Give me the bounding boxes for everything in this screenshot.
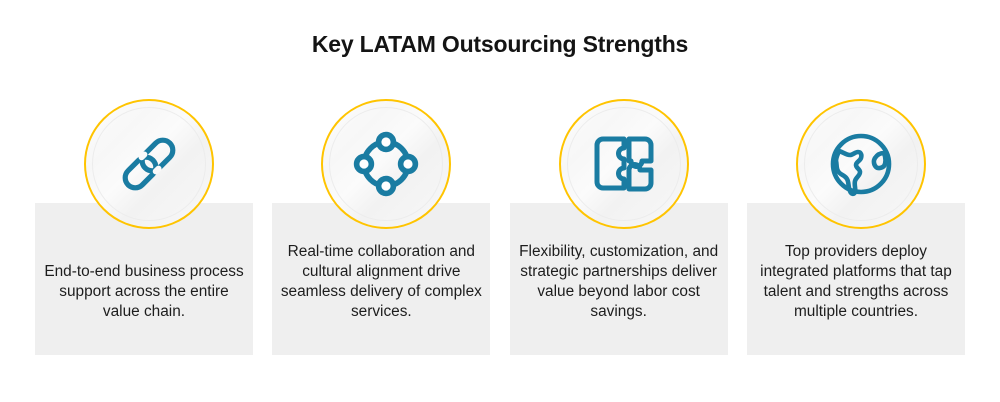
globe-icon <box>822 125 900 203</box>
strength-card-3-text: Flexibility, customization, and strategi… <box>519 243 719 320</box>
strength-column-2: Real-time collaboration and cultural ali… <box>272 99 491 355</box>
strength-card-2-text: Real-time collaboration and cultural ali… <box>280 243 482 320</box>
network-nodes-icon <box>348 126 424 202</box>
puzzle-pieces-icon <box>586 126 662 202</box>
strength-column-4: Top providers deploy integrated platform… <box>746 99 965 355</box>
strength-card-4-text: Top providers deploy integrated platform… <box>760 243 952 320</box>
strengths-columns: End-to-end business process support acro… <box>35 99 965 355</box>
chain-link-icon <box>112 127 186 201</box>
strength-badge-2 <box>321 99 452 229</box>
strength-badge-1 <box>84 99 214 229</box>
strength-card-1-text: End-to-end business process support acro… <box>44 263 244 320</box>
page-title: Key LATAM Outsourcing Strengths <box>311 31 689 57</box>
strength-column-3: Flexibility, customization, and strategi… <box>509 99 728 355</box>
strength-badge-3 <box>558 99 689 229</box>
strength-badge-4 <box>795 99 926 229</box>
strength-column-1: End-to-end business process support acro… <box>35 99 253 355</box>
